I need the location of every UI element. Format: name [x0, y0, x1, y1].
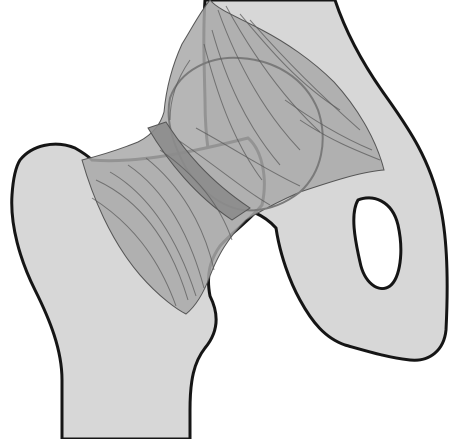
hip-joint-illustration — [0, 0, 450, 439]
